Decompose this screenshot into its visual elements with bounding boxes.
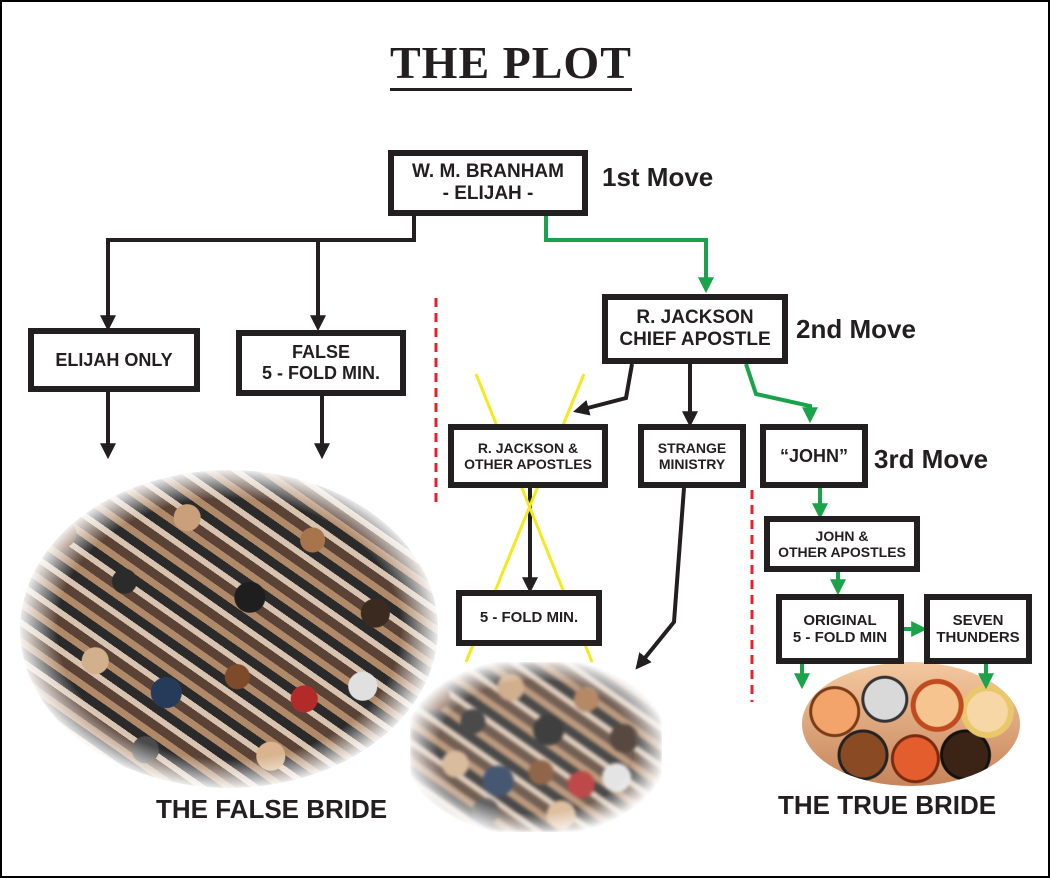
node-branham-line2: - ELIJAH - xyxy=(442,183,534,204)
node-jackson-chief-line2: CHIEF APOSTLE xyxy=(619,329,771,350)
node-strange-ministry-line2: MINISTRY xyxy=(658,456,726,472)
node-branham-line1: W. M. BRANHAM xyxy=(412,161,564,183)
node-john: “JOHN” xyxy=(760,424,868,488)
node-elijah-only-line1: ELIJAH ONLY xyxy=(55,349,173,370)
node-branham: W. M. BRANHAM - ELIJAH - xyxy=(388,150,588,216)
move-2-label: 2nd Move xyxy=(796,314,916,344)
node-john-apostles-line2: OTHER APOSTLES xyxy=(778,544,906,560)
node-seven-thunders-line1: SEVEN xyxy=(952,611,1004,629)
middle-crowd-image xyxy=(410,662,662,832)
true-bride-label: THE TRUE BRIDE xyxy=(778,790,997,820)
node-strange-ministry: STRANGE MINISTRY xyxy=(638,424,746,488)
false-bride-label: THE FALSE BRIDE xyxy=(156,794,388,824)
node-fivefold-min-line1: 5 - FOLD MIN. xyxy=(479,609,579,627)
node-original-fivefold: ORIGINAL 5 - FOLD MIN xyxy=(776,594,904,664)
diagram-title: THE PLOT xyxy=(390,40,632,91)
node-jackson-apostles-line2: OTHER APOSTLES xyxy=(464,456,592,472)
arrow-to-jackson-chief xyxy=(544,214,714,294)
node-original-fivefold-line2: 5 - FOLD MIN xyxy=(792,629,888,646)
node-john-apostles: JOHN & OTHER APOSTLES xyxy=(764,516,920,572)
node-seven-thunders: SEVEN THUNDERS xyxy=(924,594,1032,664)
false-bride-crowd-image xyxy=(20,470,438,788)
node-john-apostles-line1: JOHN & xyxy=(815,527,869,544)
node-jackson-apostles-line1: R. JACKSON & xyxy=(477,439,579,456)
node-original-fivefold-line1: ORIGINAL xyxy=(803,611,877,629)
move-3-label: 3rd Move xyxy=(874,444,989,474)
arrow-to-elijah-only xyxy=(100,214,416,332)
node-fivefold-min: 5 - FOLD MIN. xyxy=(456,590,602,646)
node-jackson-chief-line1: R. JACKSON xyxy=(636,307,754,329)
node-false-fivefold-line2: 5 - FOLD MIN. xyxy=(262,363,380,383)
node-false-fivefold-line1: FALSE xyxy=(291,342,350,363)
node-elijah-only: ELIJAH ONLY xyxy=(28,328,200,392)
node-false-fivefold: FALSE 5 - FOLD MIN. xyxy=(236,330,406,396)
arrow-to-john xyxy=(744,363,818,424)
node-jackson-chief: R. JACKSON CHIEF APOSTLE xyxy=(602,294,788,364)
node-jackson-apostles: R. JACKSON & OTHER APOSTLES xyxy=(448,424,608,488)
node-john-line1: “JOHN” xyxy=(779,445,848,466)
move-1-label: 1st Move xyxy=(602,162,714,192)
node-seven-thunders-line2: THUNDERS xyxy=(936,629,1020,646)
arrow-strange-to-crowd xyxy=(635,487,686,670)
node-strange-ministry-line1: STRANGE xyxy=(657,439,727,456)
arrow-to-jackson-apostles xyxy=(573,363,634,416)
